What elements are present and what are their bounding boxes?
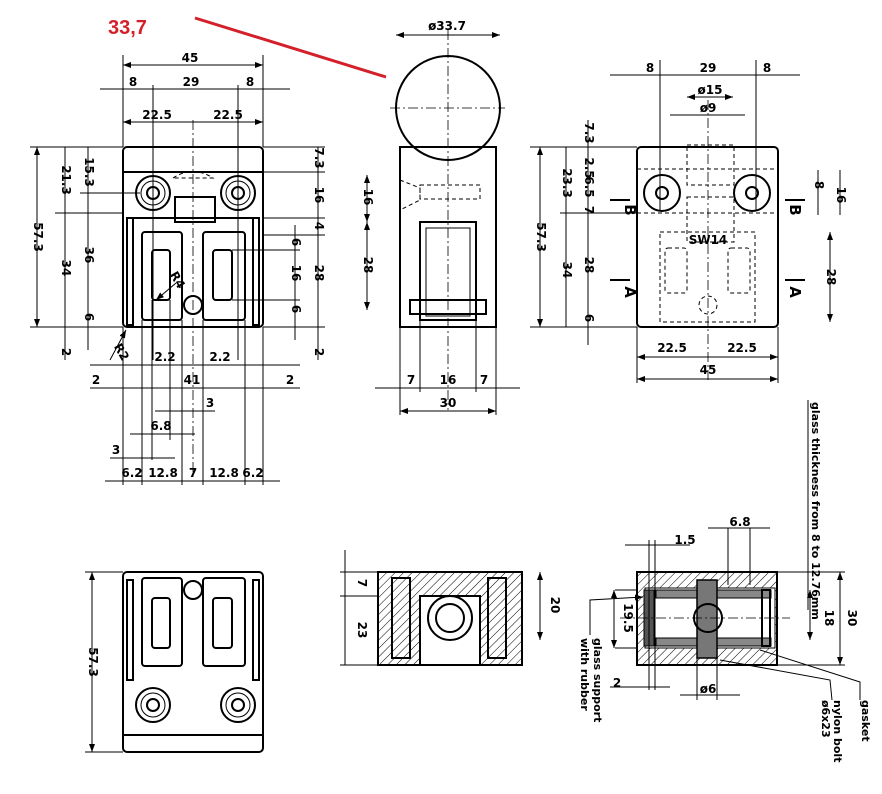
- wrench-size-sw14: SW14: [689, 233, 728, 247]
- dim-6-8: 6.8: [729, 515, 750, 529]
- dim-15-3: 15.3: [82, 157, 96, 187]
- dim-23: 23: [355, 622, 369, 639]
- dim-22-5-right: 22.5: [727, 341, 757, 355]
- annotation-text: 33,7: [108, 17, 147, 39]
- dim-2-bottom-right: 2: [286, 373, 294, 387]
- dim-23-3: 23.3: [560, 168, 574, 198]
- dim-57-3: 57.3: [86, 647, 100, 677]
- dim-22-5-right: 22.5: [213, 108, 243, 122]
- dim-29: 29: [183, 75, 200, 89]
- dim-6-a: 6: [289, 238, 303, 246]
- section-a-right: A: [786, 286, 804, 298]
- dim-28: 28: [361, 257, 375, 274]
- dim-3-b: 3: [112, 443, 120, 457]
- dim-6-left: 6: [82, 313, 96, 321]
- dim-2-bottom-left: 2: [92, 373, 100, 387]
- dim-16-right-side: 16: [834, 187, 848, 204]
- dim-22-5-left: 22.5: [142, 108, 172, 122]
- dim-6-2-left: 6.2: [121, 466, 142, 480]
- dim-2: 2: [613, 676, 621, 690]
- dim-34: 34: [560, 262, 574, 279]
- dim-3-a: 3: [206, 396, 214, 410]
- front-view: 45 8 29 8 22.5 22.5 57.3 21.3 15.3 36 34…: [30, 51, 326, 485]
- dim-6-8: 6.8: [150, 419, 171, 433]
- dim-16: 16: [312, 187, 326, 204]
- dim-2-left: 2: [59, 348, 73, 356]
- rear-view: 8 29 8 ø15 ø9 57.3 23.3 34 7.3 2.5 6.5 7…: [530, 60, 848, 383]
- dim-2-2-right: 2.2: [209, 350, 230, 364]
- dim-diameter-33-7: ø33.7: [428, 19, 466, 33]
- section-view: 7 23 20: [340, 550, 562, 666]
- dim-8-left: 8: [646, 61, 654, 75]
- dim-1-5: 1.5: [674, 533, 695, 547]
- dim-8-right: 8: [763, 61, 771, 75]
- dim-22-5-left: 22.5: [657, 341, 687, 355]
- dim-45: 45: [182, 51, 199, 65]
- dim-diameter-9: ø9: [700, 101, 717, 115]
- label-nylon-bolt: nylon bolt: [831, 700, 844, 762]
- dim-57-3: 57.3: [31, 222, 45, 252]
- dim-28: 28: [312, 265, 326, 282]
- detail-section-view: 1.5 6.8 19.5 18 30 2 ø6 glass support wi…: [578, 515, 872, 762]
- dim-7-3: 7.3: [312, 147, 326, 168]
- dim-29: 29: [700, 61, 717, 75]
- dim-6-2-right: 6.2: [242, 466, 263, 480]
- section-a-left: A: [621, 286, 639, 298]
- dim-30: 30: [845, 610, 859, 627]
- dim-diameter-6: ø6: [700, 682, 717, 696]
- dim-7: 7: [189, 466, 197, 480]
- dim-2-5: 2.5: [582, 157, 596, 178]
- dim-8-left: 8: [129, 75, 137, 89]
- dim-7-right: 7: [480, 373, 488, 387]
- dim-8-right: 8: [246, 75, 254, 89]
- dim-6-5: 6.5: [582, 176, 596, 197]
- label-nylon-bolt-size: ø6x23: [819, 700, 832, 738]
- label-with-rubber: with rubber: [578, 638, 591, 711]
- label-glass-support: glass support: [591, 638, 604, 722]
- dim-20: 20: [548, 597, 562, 614]
- side-view: ø33.7 16 28 7 16 7 30: [361, 19, 520, 415]
- dim-28: 28: [582, 257, 596, 274]
- dim-57-3: 57.3: [534, 222, 548, 252]
- dim-45: 45: [700, 363, 717, 377]
- dim-6: 6: [582, 314, 596, 322]
- annotation-leader: [194, 16, 387, 79]
- dim-8-right-side: 8: [812, 181, 826, 189]
- dim-12-8-right: 12.8: [209, 466, 239, 480]
- dim-41: 41: [184, 373, 201, 387]
- section-b-left: B: [621, 204, 639, 215]
- dim-2-2-left: 2.2: [154, 350, 175, 364]
- dim-7: 7: [582, 206, 596, 214]
- dim-7: 7: [355, 579, 369, 587]
- glass-thickness-note: glass thickness from 8 to 12.76mm: [809, 402, 822, 620]
- dim-34: 34: [59, 260, 73, 277]
- dim-4: 4: [312, 222, 326, 230]
- dim-21-3: 21.3: [59, 165, 73, 195]
- dim-2-right: 2: [312, 348, 326, 356]
- dim-30: 30: [440, 396, 457, 410]
- dim-7-left: 7: [407, 373, 415, 387]
- dim-diameter-15: ø15: [698, 83, 723, 97]
- dim-12-8-left: 12.8: [148, 466, 178, 480]
- dim-19-5: 19.5: [621, 603, 635, 633]
- dim-6-b: 6: [289, 305, 303, 313]
- section-b-right: B: [786, 204, 804, 215]
- red-annotation: 33,7: [108, 16, 387, 79]
- dim-28-right-side: 28: [824, 269, 838, 286]
- dim-16: 16: [361, 189, 375, 206]
- dim-18: 18: [822, 610, 836, 627]
- dim-16-b: 16: [289, 265, 303, 282]
- bottom-view: 57.3: [85, 571, 264, 753]
- dim-16-width: 16: [440, 373, 457, 387]
- label-gasket: gasket: [859, 700, 872, 742]
- dim-7-3: 7.3: [582, 122, 596, 143]
- dim-36: 36: [82, 247, 96, 264]
- radius-r2: R2: [111, 341, 132, 363]
